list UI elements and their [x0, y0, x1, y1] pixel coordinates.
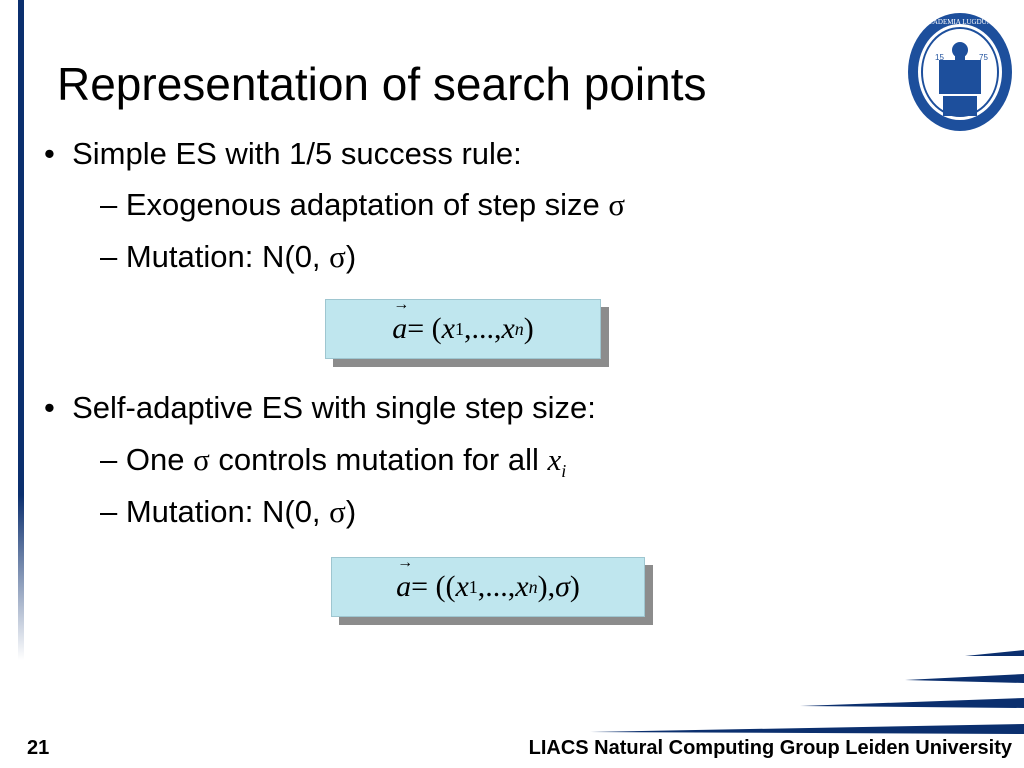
vector-a: a — [396, 554, 413, 604]
page-number: 21 — [27, 737, 50, 759]
formula-box-1: a = (x1,..., xn) — [325, 296, 601, 359]
bullet-1-sub-1: – Exogenous adaptation of step size σ — [100, 188, 625, 222]
sub-suffix: controls mutation for all — [209, 442, 548, 477]
svg-text:ACADEMIA LUGDUNO: ACADEMIA LUGDUNO — [923, 18, 997, 26]
formula-eq: = ( — [407, 312, 442, 345]
bullet-1-sub-2: – Mutation: N(0, σ) — [100, 240, 356, 274]
seal-right-number: 75 — [979, 53, 988, 62]
footer-text: LIACS Natural Computing Group Leiden Uni… — [528, 737, 1012, 759]
var-x: x — [547, 442, 562, 477]
formula-subn: n — [514, 318, 524, 339]
sub-text: – Mutation: N(0, — [100, 239, 330, 274]
slide-title: Representation of search points — [57, 58, 707, 110]
formula-eq: = (( — [411, 570, 456, 603]
sub-text: – Mutation: N(0, — [100, 494, 330, 529]
formula-end: ) — [523, 312, 534, 345]
formula-x1: x — [455, 570, 469, 603]
formula-mid: ,..., — [477, 570, 516, 603]
formula-mid: ,..., — [463, 312, 502, 345]
formula-subn: n — [528, 576, 538, 597]
var-sub-i: i — [561, 461, 567, 482]
sigma-symbol: σ — [608, 187, 626, 222]
sub-text: – One — [100, 442, 194, 477]
formula-xn: x — [515, 570, 529, 603]
formula-xn: x — [501, 312, 515, 345]
sub-text: – Exogenous adaptation of step size — [100, 187, 609, 222]
left-accent-bar — [18, 0, 24, 660]
sigma-symbol: σ — [329, 239, 346, 274]
formula-box-2: a = ((x1,..., xn),σ) — [331, 554, 645, 617]
bullet-1: • Simple ES with 1/5 success rule: — [44, 137, 522, 171]
sub-suffix: ) — [345, 239, 357, 274]
bullet-2-sub-2: – Mutation: N(0, σ) — [100, 495, 356, 529]
bullet-2-text: Self-adaptive ES with single step size: — [72, 390, 596, 425]
formula-sub1: 1 — [468, 576, 478, 597]
formula-close: ) — [569, 570, 580, 603]
sigma-symbol: σ — [193, 442, 210, 477]
sub-suffix: ) — [345, 494, 357, 529]
formula-sigma: σ — [555, 570, 570, 603]
leiden-university-seal-icon: ACADEMIA LUGDUNO 15 75 — [908, 13, 1012, 131]
vector-a: a — [392, 296, 409, 346]
bullet-2-sub-1: – One σ controls mutation for all xi — [100, 443, 566, 488]
formula-sub1: 1 — [454, 318, 464, 339]
bullet-2: • Self-adaptive ES with single step size… — [44, 391, 596, 425]
formula-x1: x — [441, 312, 455, 345]
seal-left-number: 15 — [935, 53, 944, 62]
sigma-symbol: σ — [329, 494, 346, 529]
bullet-marker: • — [44, 136, 55, 171]
bullet-marker: • — [44, 390, 55, 425]
bullet-1-text: Simple ES with 1/5 success rule: — [72, 136, 522, 171]
formula-end: ), — [537, 570, 556, 603]
